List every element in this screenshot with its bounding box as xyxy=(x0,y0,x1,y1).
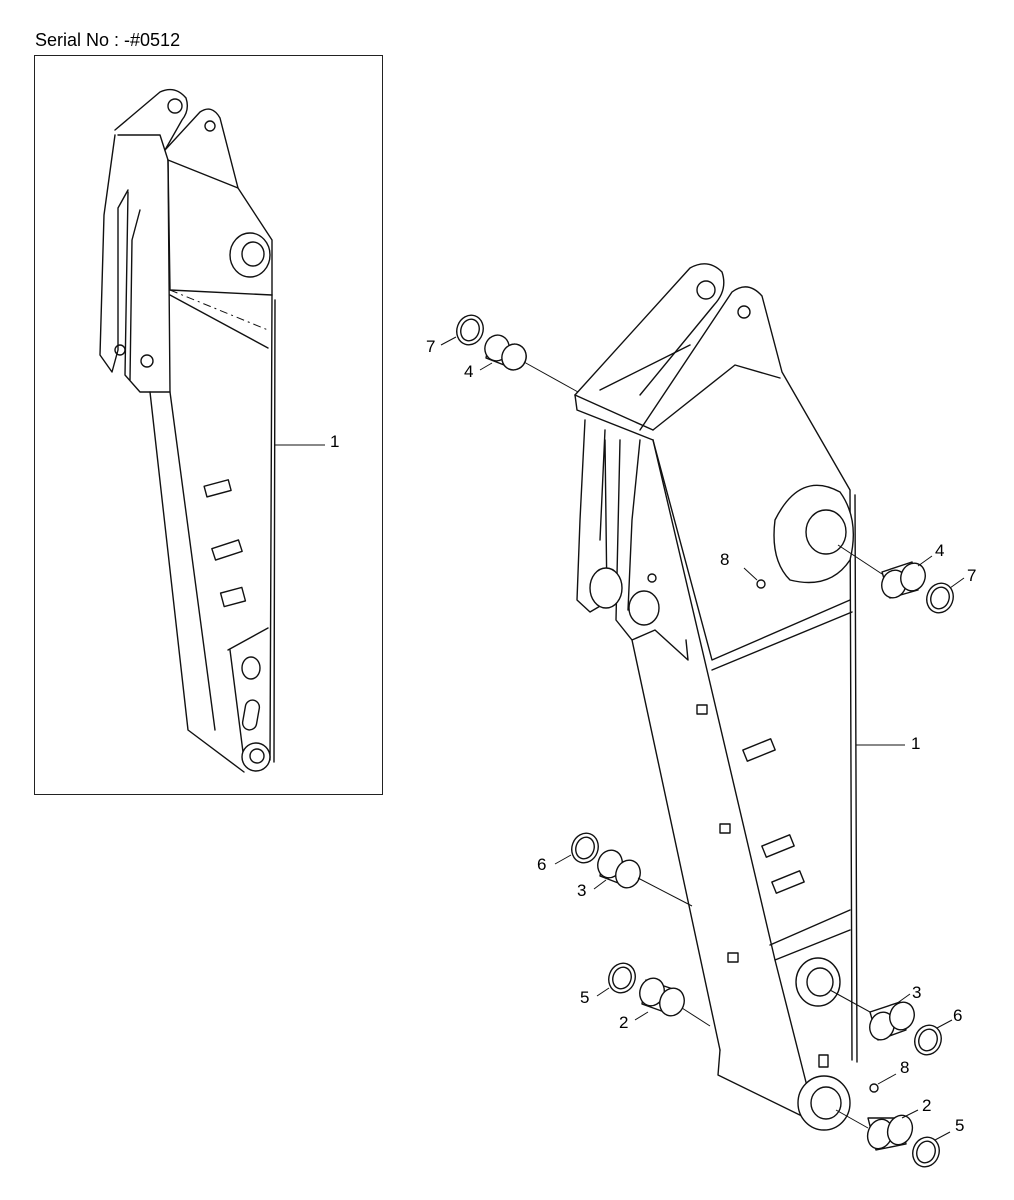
callout-6-right: 6 xyxy=(953,1006,962,1025)
callout-5-left: 5 xyxy=(580,988,589,1007)
callout-4-top-left: 4 xyxy=(464,362,473,381)
seal-ring-6-right xyxy=(914,1024,942,1056)
bushing-3-right xyxy=(869,1001,915,1041)
grease-nipple-8-lower xyxy=(869,1083,879,1093)
seal-ring-5-right xyxy=(912,1136,940,1168)
callout-4-right: 4 xyxy=(935,541,944,560)
bushing-2-left xyxy=(639,977,685,1017)
callout-2-left: 2 xyxy=(619,1013,628,1032)
callout-7-right: 7 xyxy=(967,566,976,585)
callout-6-left: 6 xyxy=(537,855,546,874)
bushing-4-right xyxy=(881,561,926,599)
seal-ring-7-right xyxy=(926,582,954,614)
serial-number-label: Serial No : -#0512 xyxy=(35,30,181,50)
callout-8-upper: 8 xyxy=(720,550,729,569)
callout-7-top-left: 7 xyxy=(426,337,435,356)
bushing-3-left xyxy=(597,849,641,889)
part-callouts xyxy=(440,314,965,1168)
callout-1-main: 1 xyxy=(911,734,920,753)
callout-8-lower: 8 xyxy=(900,1058,909,1077)
callout-5-right: 5 xyxy=(955,1116,964,1135)
main-arm-drawing xyxy=(574,263,858,1131)
seal-ring-5-left xyxy=(608,962,636,994)
inset-callout-1: 1 xyxy=(330,432,339,451)
seal-ring-6-left xyxy=(571,832,599,864)
bushing-2-right xyxy=(866,1114,914,1151)
seal-ring-7-top-left xyxy=(456,314,484,346)
grease-nipple-8-upper xyxy=(756,579,766,589)
inset-arm-drawing xyxy=(99,88,325,773)
inset-frame xyxy=(34,55,383,795)
callout-2-right: 2 xyxy=(922,1096,931,1115)
callout-3-left: 3 xyxy=(577,881,586,900)
bushing-4-top-left xyxy=(484,334,527,371)
callout-3-right: 3 xyxy=(912,983,921,1002)
